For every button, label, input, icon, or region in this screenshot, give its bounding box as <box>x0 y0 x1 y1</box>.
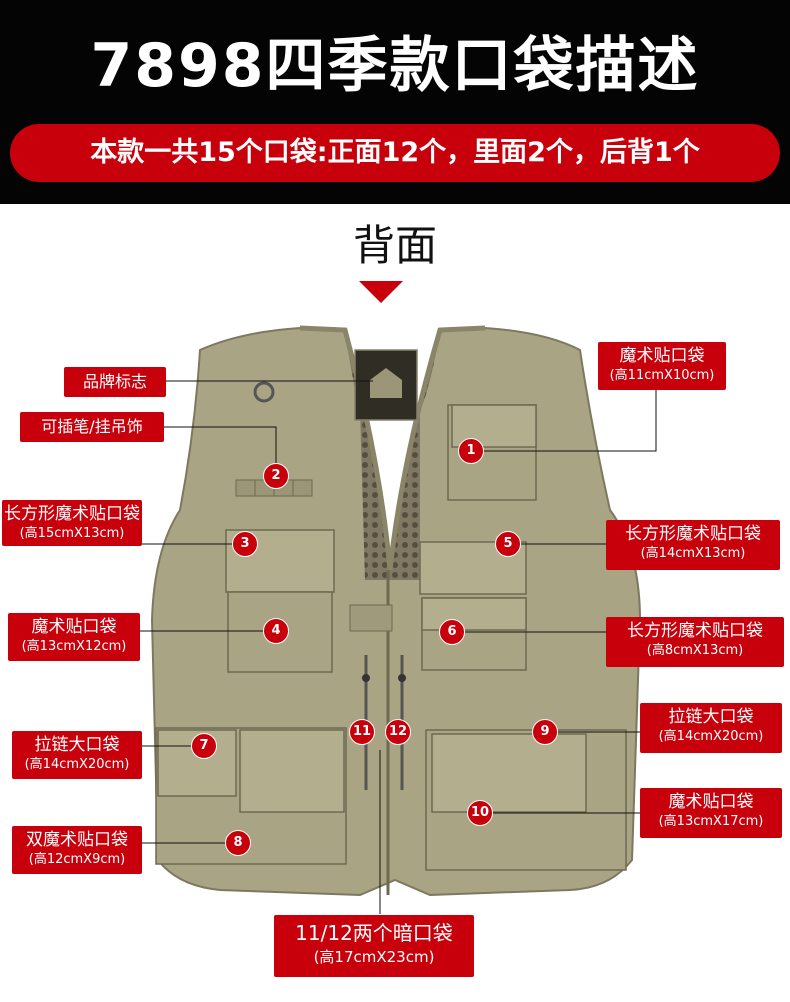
pocket-badge-5: 5 <box>495 531 521 557</box>
pocket-badge-9: 9 <box>532 719 558 745</box>
label-title: 拉链大口袋 <box>668 707 754 727</box>
label-title: 长方形魔术贴口袋 <box>625 524 761 544</box>
page-title: 7898四季款口袋描述 <box>90 31 700 101</box>
label-pocket-7: 拉链大口袋 (高14cmX20cm) <box>12 731 142 779</box>
pocket-badge-12: 12 <box>385 719 411 745</box>
label-pocket-9: 拉链大口袋 (高14cmX20cm) <box>640 703 782 753</box>
label-title: 魔术贴口袋 <box>31 617 117 637</box>
label-size: (高14cmX20cm) <box>658 729 764 744</box>
label-brand-logo: 品牌标志 <box>64 367 166 397</box>
pocket-badge-4: 4 <box>263 618 289 644</box>
label-size: (高17cmX23cm) <box>313 948 435 966</box>
label-size: (高14cmX20cm) <box>24 757 130 772</box>
subtitle-text: 本款一共15个口袋:正面12个，里面2个，后背1个 <box>90 137 700 168</box>
pocket-badge-10: 10 <box>467 800 493 826</box>
label-title: 可插笔/挂吊饰 <box>41 417 143 436</box>
label-size: (高8cmX13cm) <box>646 643 744 658</box>
label-title: 双魔术贴口袋 <box>26 830 128 850</box>
pocket-badge-8: 8 <box>225 830 251 856</box>
header-banner: 7898四季款口袋描述 本款一共15个口袋:正面12个，里面2个，后背1个 <box>0 0 790 204</box>
label-pocket-4: 魔术贴口袋 (高13cmX12cm) <box>8 613 140 661</box>
label-title: 长方形魔术贴口袋 <box>627 621 763 641</box>
label-pocket-1: 魔术贴口袋 (高11cmX10cm) <box>598 342 726 390</box>
label-size: (高14cmX13cm) <box>640 546 746 561</box>
label-title: 拉链大口袋 <box>34 735 120 755</box>
label-title: 魔术贴口袋 <box>668 792 754 812</box>
down-arrow-icon <box>359 281 403 303</box>
label-pocket-8: 双魔术贴口袋 (高12cmX9cm) <box>12 826 142 874</box>
label-pocket-6: 长方形魔术贴口袋 (高8cmX13cm) <box>606 617 784 667</box>
label-pocket-10: 魔术贴口袋 (高13cmX17cm) <box>640 788 782 838</box>
label-size: (高11cmX10cm) <box>609 368 715 383</box>
label-title: 长方形魔术贴口袋 <box>4 504 140 524</box>
label-size: (高12cmX9cm) <box>28 852 126 867</box>
pocket-badge-11: 11 <box>349 719 375 745</box>
pocket-badge-6: 6 <box>439 619 465 645</box>
label-title: 11/12两个暗口袋 <box>295 921 453 945</box>
label-title: 魔术贴口袋 <box>619 346 705 366</box>
label-title: 品牌标志 <box>82 372 147 391</box>
pocket-badge-2: 2 <box>263 463 289 489</box>
label-pen-hanger: 可插笔/挂吊饰 <box>20 412 164 442</box>
label-pocket-5: 长方形魔术贴口袋 (高14cmX13cm) <box>606 520 780 570</box>
label-pocket-3: 长方形魔术贴口袋 (高15cmX13cm) <box>2 500 142 546</box>
label-pocket-11-12: 11/12两个暗口袋 (高17cmX23cm) <box>274 915 474 977</box>
pocket-badge-7: 7 <box>191 733 217 759</box>
subtitle-pill: 本款一共15个口袋:正面12个，里面2个，后背1个 <box>10 124 780 182</box>
label-size: (高15cmX13cm) <box>19 526 125 541</box>
pocket-badge-1: 1 <box>458 438 484 464</box>
pocket-badge-3: 3 <box>232 531 258 557</box>
label-size: (高13cmX12cm) <box>21 639 127 654</box>
label-size: (高13cmX17cm) <box>658 814 764 829</box>
view-label: 背面 <box>352 221 437 270</box>
